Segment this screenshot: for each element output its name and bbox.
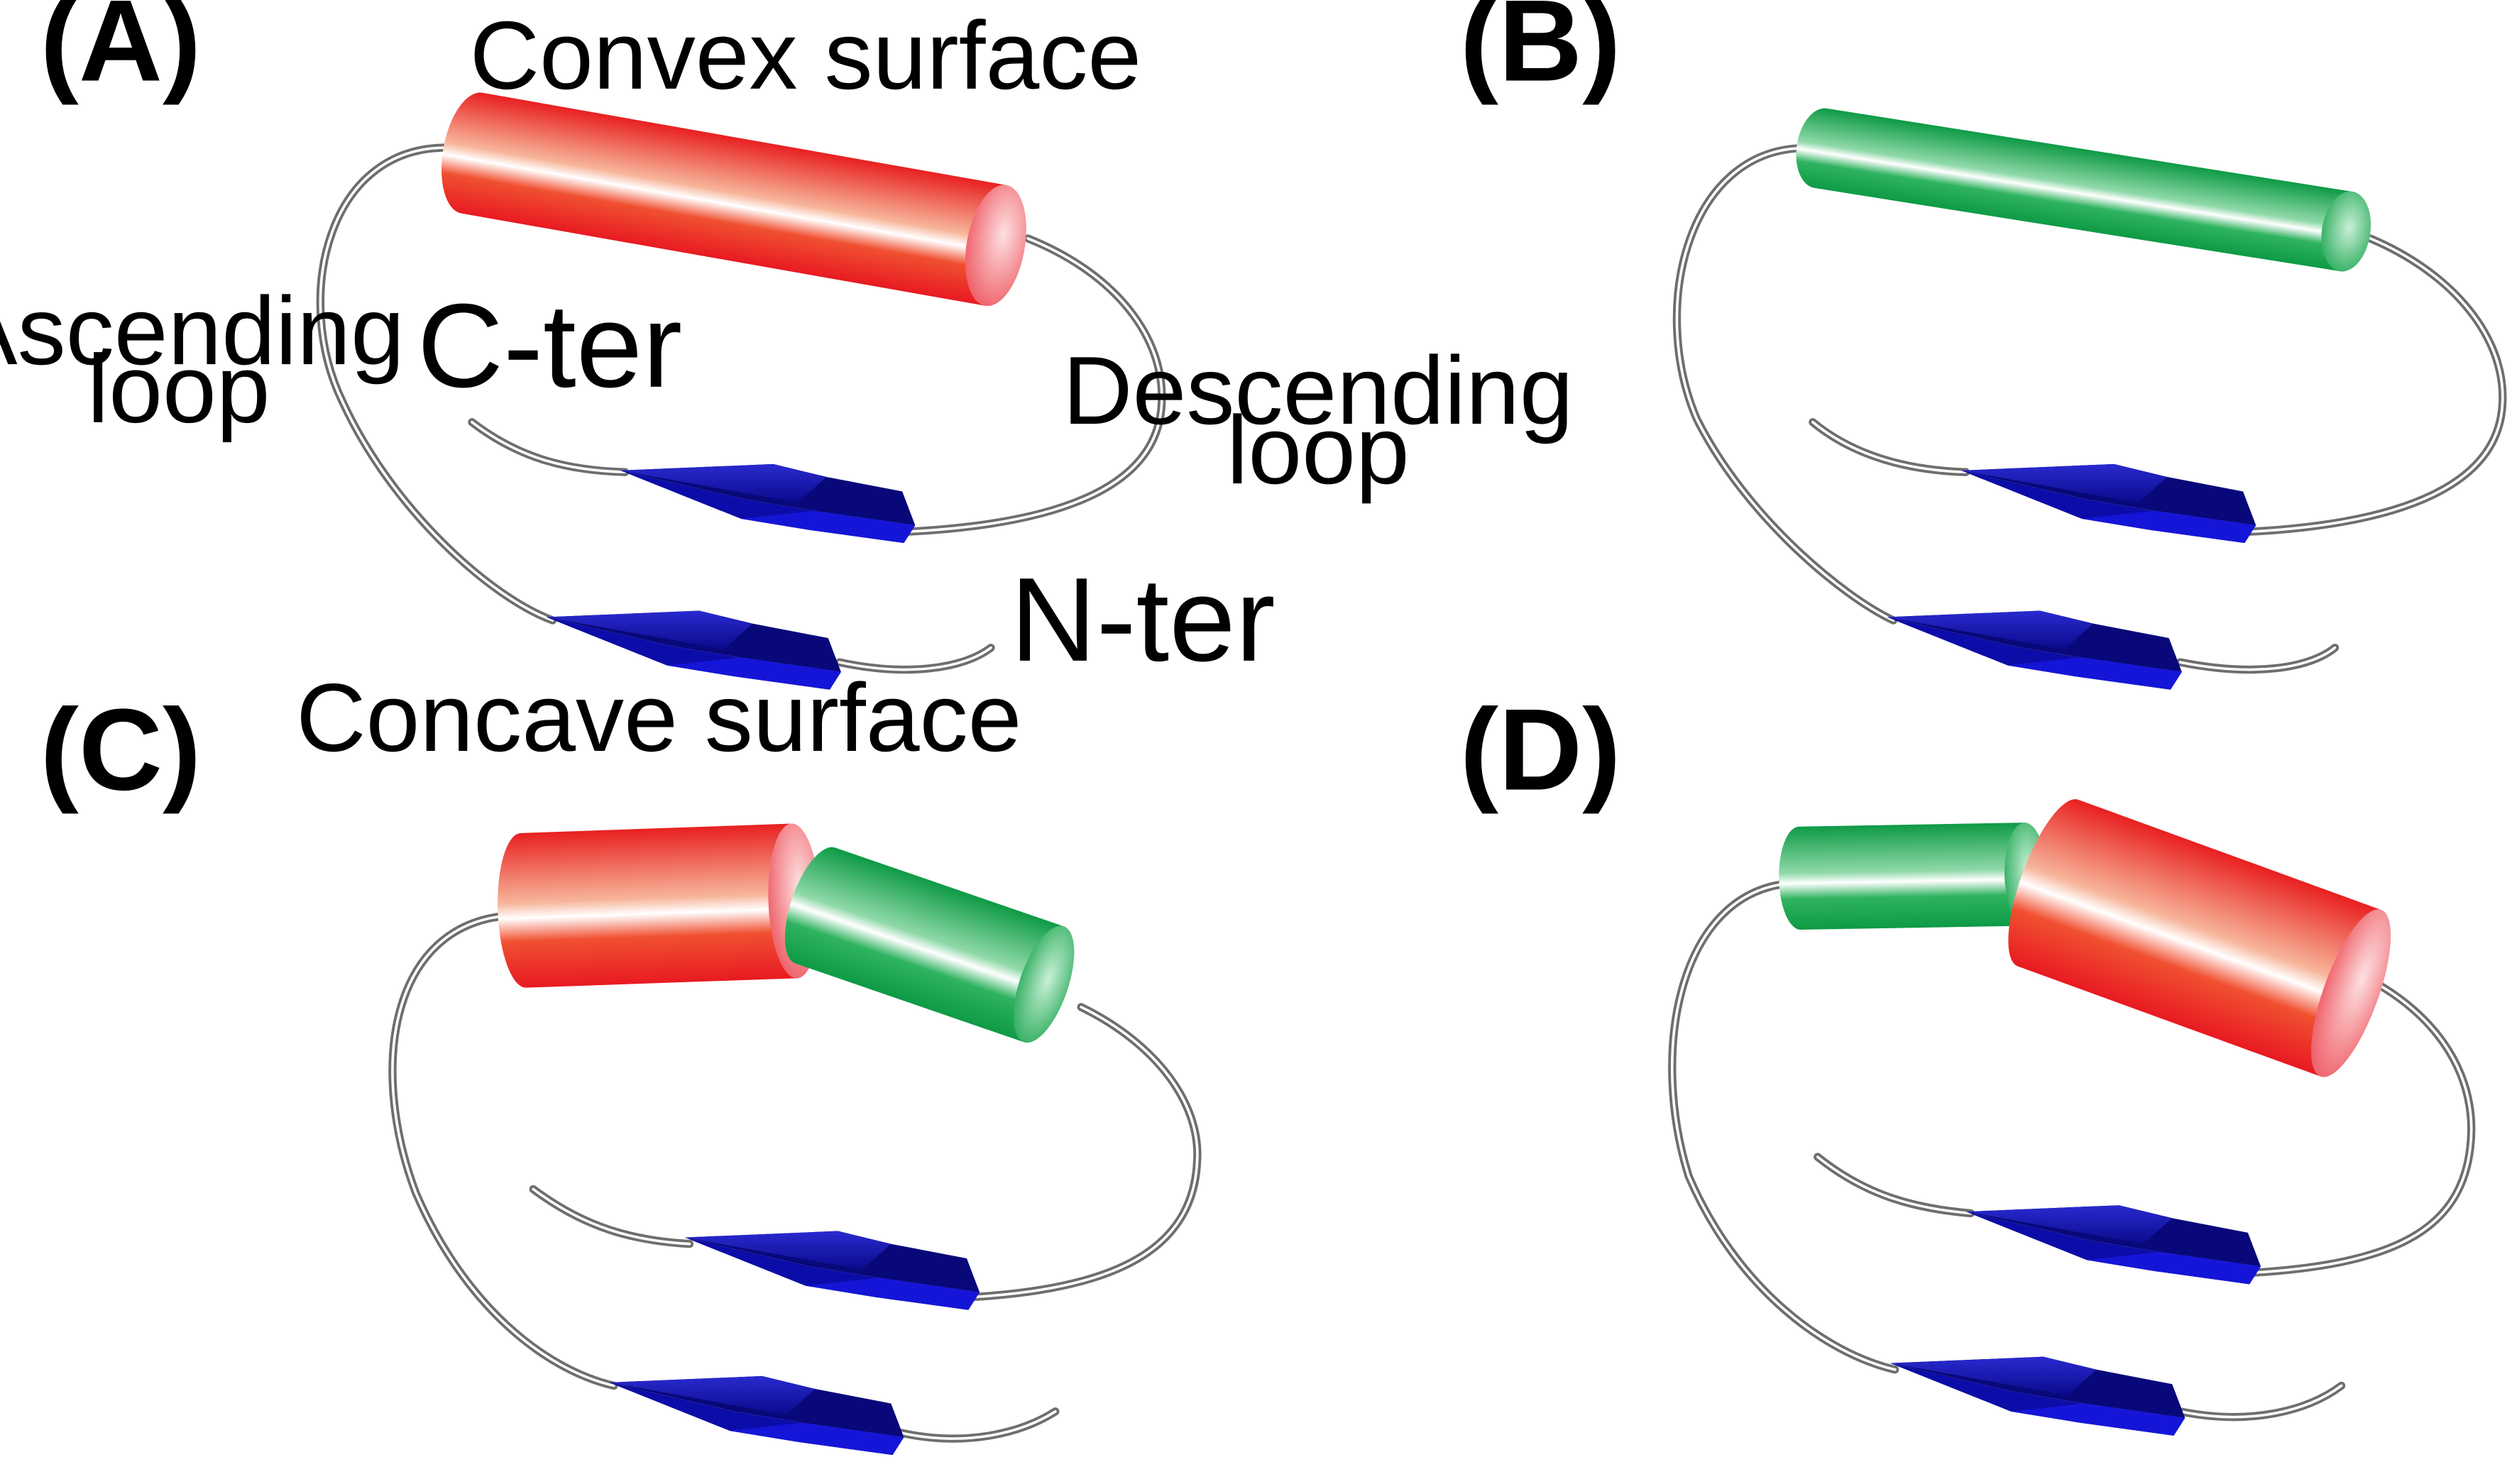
n-terminus-label: N-ter (1010, 553, 1275, 686)
beta-strand-upper (684, 1231, 980, 1310)
alpha-helix-red (1992, 790, 2408, 1086)
panel-c: (C) (40, 684, 1202, 1456)
beta-strand-lower (1887, 610, 2182, 690)
ascending-loop-label-line1: Ascending (0, 277, 405, 385)
panel-b: (B) (1460, 0, 2507, 690)
alpha-helix-green (1777, 822, 2048, 930)
beta-strand-lower (608, 1375, 904, 1456)
beta-strand-upper (1965, 1205, 2261, 1285)
descending-loop-label-line1: Descending (1063, 336, 1573, 444)
panel-d-label: (D) (1460, 684, 1621, 814)
panel-b-label: (B) (1460, 0, 1621, 106)
alpha-helix-green (1790, 104, 2376, 275)
beta-strand-lower (1890, 1356, 2185, 1436)
panel-a-label: (A) (40, 0, 202, 106)
alpha-helix-red (432, 87, 1036, 311)
alpha-helix-green (772, 840, 1087, 1050)
alpha-helix-red (495, 823, 823, 989)
panel-a: (A) Convex surface Concave surface Ascen… (0, 0, 1574, 771)
panel-c-label: (C) (40, 684, 202, 814)
c-terminus-label: C-ter (417, 279, 682, 412)
panel-d: (D) (1460, 684, 2476, 1436)
concave-surface-label: Concave surface (296, 664, 1021, 771)
beta-strand-upper (1960, 463, 2256, 544)
convex-surface-label: Convex surface (470, 1, 1141, 109)
descending-loop-label-line2: loop (1227, 396, 1410, 504)
ascending-loop-label-line2: loop (87, 335, 270, 443)
beta-strand-upper (620, 463, 916, 544)
